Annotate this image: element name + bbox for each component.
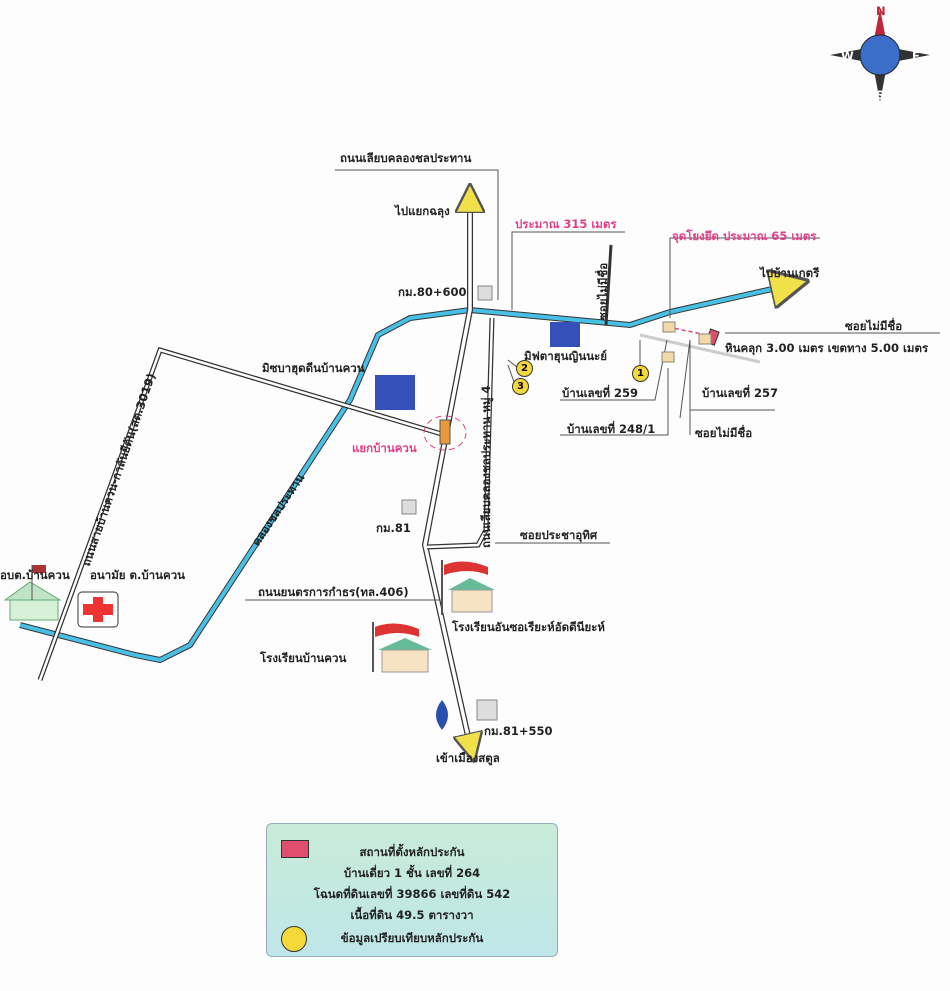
label-school-1: โรงเรียนอันซอเรียะห์อัดดีนียะห์: [452, 620, 605, 634]
label-canal-road-moo4: ถนนเลียบคลองชลประทาน หมู่ 4: [479, 385, 493, 548]
label-mosque-1: มิซบาฮุดดีนบ้านควน: [262, 361, 365, 375]
comparison-marker-1[interactable]: 1: [632, 365, 649, 382]
label-distance-65: จุดโยงยึด ประมาณ 65 เมตร: [672, 229, 817, 243]
comparison-marker-2[interactable]: 2: [516, 360, 533, 377]
label-north-direction: ไปแยกฉลุง: [395, 204, 450, 218]
label-soi-prachauthit: ซอยประชาอุทิศ: [520, 528, 598, 542]
traffic-light-icon: [439, 419, 451, 445]
label-distance-315: ประมาณ 315 เมตร: [515, 217, 617, 231]
compass-n: N: [876, 4, 886, 18]
label-house-257: บ้านเลขที่ 257: [702, 386, 779, 400]
label-mosque-2: มิฟตาฮุนญินนะย์: [524, 349, 607, 363]
label-km80-600: กม.80+600: [398, 285, 467, 299]
label-health-center: อนามัย ต.บ้านควน: [90, 568, 186, 582]
label-east-direction: ไปบ้านเกตรี: [760, 266, 820, 280]
label-south-direction: เข้าเมืองสตูล: [436, 751, 500, 765]
label-junction: แยกบ้านควน: [352, 441, 417, 455]
comparison-marker-3[interactable]: 3: [512, 378, 529, 395]
school-icon-2: [372, 622, 432, 673]
label-km81-550: กม.81+550: [484, 724, 553, 738]
legend-property-swatch: [281, 840, 309, 858]
label-obt: อบต.บ้านควน: [0, 568, 70, 582]
legend-line-3: โฉนดที่ดินเลขที่ 39866 เลขที่ดิน 542: [313, 887, 511, 901]
school-icon-1: [441, 560, 495, 615]
compass-e: E: [912, 49, 920, 63]
compass-s: S: [876, 88, 885, 102]
gas-station-icon: [436, 700, 448, 730]
label-canal-road: ถนนเลียบคลองชลประทาน: [340, 151, 472, 165]
label-soi-unnamed-east: ซอยไม่มีชื่อ: [845, 319, 903, 333]
label-house-259: บ้านเลขที่ 259: [562, 386, 639, 400]
legend-box: สถานที่ตั้งหลักประกัน บ้านเดี่ยว 1 ชั้น …: [266, 823, 558, 957]
label-km81: กม.81: [376, 521, 411, 535]
legend-line-5: ข้อมูลเปรียบเทียบหลักประกัน: [340, 931, 484, 945]
compass-w: W: [841, 49, 854, 63]
legend-marker-swatch: [281, 926, 307, 952]
label-road-spec: หินคลุก 3.00 เมตร เขตทาง 5.00 เมตร: [725, 341, 929, 355]
label-soi-unnamed-south: ซอยไม่มีชื่อ: [695, 426, 753, 440]
mosque-icon-2: [550, 322, 580, 347]
mosque-icon: [375, 375, 415, 410]
legend-line-2: บ้านเดี่ยว 1 ชั้น เลขที่ 264: [343, 866, 481, 880]
label-school-2: โรงเรียนบ้านควน: [260, 651, 347, 665]
label-highway: ถนนยนตรการกำธร(ทล.406): [258, 585, 409, 599]
legend-line-4: เนื้อที่ดิน 49.5 ตารางวา: [350, 908, 474, 922]
highway-line: [421, 200, 473, 746]
label-house-248: บ้านเลขที่ 248/1: [567, 422, 656, 436]
legend-line-1: สถานที่ตั้งหลักประกัน: [359, 845, 465, 859]
compass-icon: [830, 8, 930, 102]
label-soi-unnamed-vertical: ซอยไม่มีชื่อ: [596, 262, 610, 320]
obt-building-icon: [3, 565, 62, 621]
health-center-icon: [77, 591, 119, 628]
